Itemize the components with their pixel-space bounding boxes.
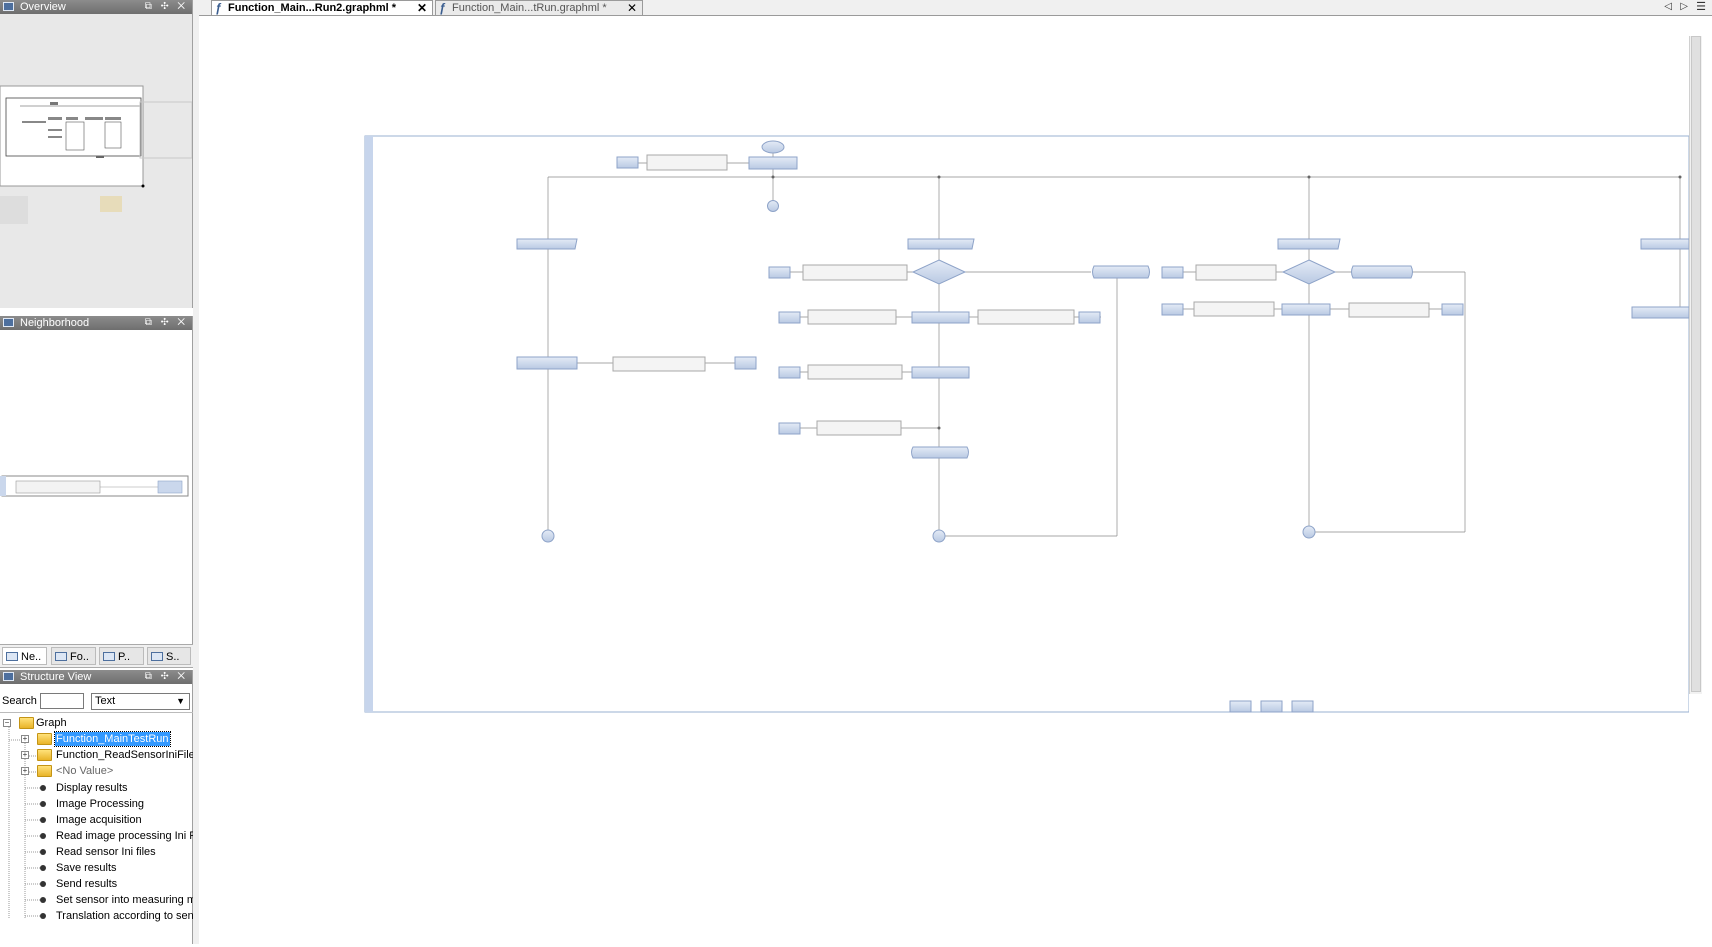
document-tab-bar: ƒ Function_Main...Run2.graphml * ✕ ƒ Fun…	[199, 0, 1712, 16]
node-icon	[40, 897, 46, 903]
neighborhood-icon	[3, 318, 14, 327]
tab-search[interactable]: S..	[147, 647, 191, 665]
structure-title-bar: Structure View ⧉ ✣ ✕	[0, 670, 192, 684]
folder-icon	[19, 717, 34, 729]
structure-title: Structure View	[20, 671, 92, 683]
structure-view-panel: Structure View ⧉ ✣ ✕	[0, 670, 193, 944]
node-icon	[40, 881, 46, 887]
expand-icon[interactable]: +	[21, 750, 29, 759]
node-icon	[40, 785, 46, 791]
graphml-file-icon: ƒ	[439, 1, 446, 15]
neighborhood-window-controls[interactable]: ⧉ ✣ ✕	[144, 317, 188, 328]
graph-nodes[interactable]	[516, 140, 1690, 713]
tree-item-label: Function_MainTestRun	[54, 731, 171, 747]
folding-tab-icon	[55, 652, 67, 661]
neighborhood-tab-icon	[6, 652, 18, 661]
node-icon	[40, 817, 46, 823]
collapse-icon[interactable]: −	[3, 718, 11, 727]
canvas-vertical-scrollbar[interactable]	[1689, 36, 1702, 694]
edge-bends	[771, 175, 1682, 430]
structure-view-icon	[3, 672, 14, 681]
overview-canvas[interactable]	[0, 14, 193, 308]
overview-window-controls[interactable]: ⧉ ✣ ✕	[144, 1, 188, 12]
node-icon	[40, 849, 46, 855]
search-mode-select[interactable]: Text ▼	[91, 693, 190, 710]
neighborhood-panel: Neighborhood ⧉ ✣ ✕	[0, 316, 193, 644]
tab-neighborhood[interactable]: Ne..	[2, 647, 47, 665]
scroll-tabs-left-icon[interactable]: ◁	[1664, 1, 1672, 12]
structure-tree: − Graph + Function_MainTestRun + Functio…	[0, 712, 193, 945]
scroll-tabs-right-icon[interactable]: ▷	[1680, 1, 1688, 12]
neighborhood-title: Neighborhood	[20, 317, 90, 329]
folder-icon	[37, 749, 52, 761]
search-label: Search	[2, 695, 37, 707]
overview-panel: Overview ⧉ ✣ ✕	[0, 0, 193, 308]
search-input[interactable]	[40, 693, 84, 709]
tab-properties[interactable]: P..	[99, 647, 144, 665]
tree-item-label: <No Value>	[56, 765, 114, 777]
structure-search-row: Search Text ▼	[0, 692, 193, 712]
function-group-node[interactable]	[364, 135, 1690, 713]
overview-icon	[3, 2, 14, 11]
expand-icon[interactable]: +	[21, 734, 29, 743]
graph-canvas[interactable]	[199, 16, 1690, 944]
structure-window-controls[interactable]: ⧉ ✣ ✕	[144, 671, 188, 682]
close-icon[interactable]: ✕	[626, 1, 637, 15]
folder-icon	[37, 765, 52, 777]
tab-document-run2[interactable]: ƒ Function_Main...Run2.graphml * ✕	[211, 0, 433, 15]
tab-folding[interactable]: Fo..	[51, 647, 96, 665]
folder-icon	[37, 733, 52, 745]
tab-list-icon[interactable]: ☰	[1696, 1, 1706, 13]
node-icon	[40, 801, 46, 807]
tab-document-testrun[interactable]: ƒ Function_Main...tRun.graphml * ✕	[435, 0, 643, 15]
search-tab-icon	[151, 652, 163, 661]
tree-item-label: Graph	[36, 717, 67, 729]
properties-tab-icon	[103, 652, 115, 661]
node-icon	[40, 865, 46, 871]
graph-drawing[interactable]	[199, 16, 1690, 944]
overview-minimap[interactable]	[0, 14, 193, 308]
node-icon	[40, 833, 46, 839]
neighborhood-title-bar: Neighborhood ⧉ ✣ ✕	[0, 316, 192, 330]
graphml-file-icon: ƒ	[215, 1, 222, 15]
neighborhood-canvas[interactable]	[0, 330, 192, 642]
overview-title-bar: Overview ⧉ ✣ ✕	[0, 0, 192, 14]
scrollbar-thumb[interactable]	[1691, 36, 1701, 692]
panel-tab-bar: Ne.. Fo.. P.. S..	[0, 644, 193, 668]
tree-item-label: Function_ReadSensorIniFiles	[56, 749, 193, 761]
close-icon[interactable]: ✕	[416, 1, 427, 15]
overview-title: Overview	[20, 1, 66, 13]
expand-icon[interactable]: +	[21, 766, 29, 775]
node-icon	[40, 913, 46, 919]
chevron-down-icon: ▼	[176, 696, 185, 706]
